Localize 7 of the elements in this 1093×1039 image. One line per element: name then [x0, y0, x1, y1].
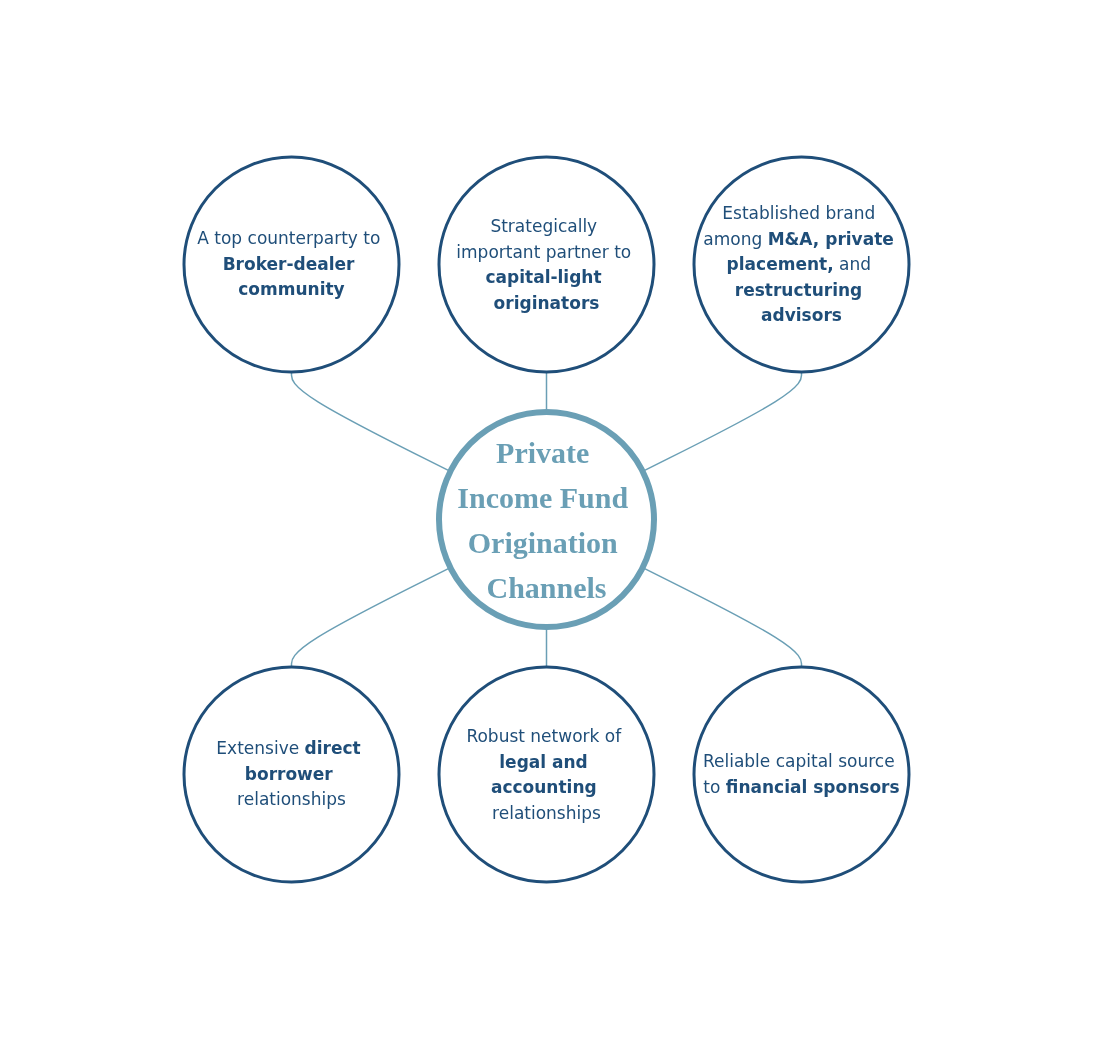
- node-circle: A top counterparty to Broker-dealer community: [182, 155, 401, 374]
- node-circle: Established brand among M&A, private placement, and restructuring advisors: [692, 155, 911, 374]
- node-circle: Robust network of legal and accounting relationships: [437, 665, 656, 884]
- node-circle: Reliable capital source to financial sponsors: [692, 665, 911, 884]
- node-circle: Strategically important partner to capital-light originators: [437, 155, 656, 374]
- node-circle: Private Income Fund Origination Channels: [436, 409, 657, 630]
- node-circle: Extensive direct borrower relationships: [182, 665, 401, 884]
